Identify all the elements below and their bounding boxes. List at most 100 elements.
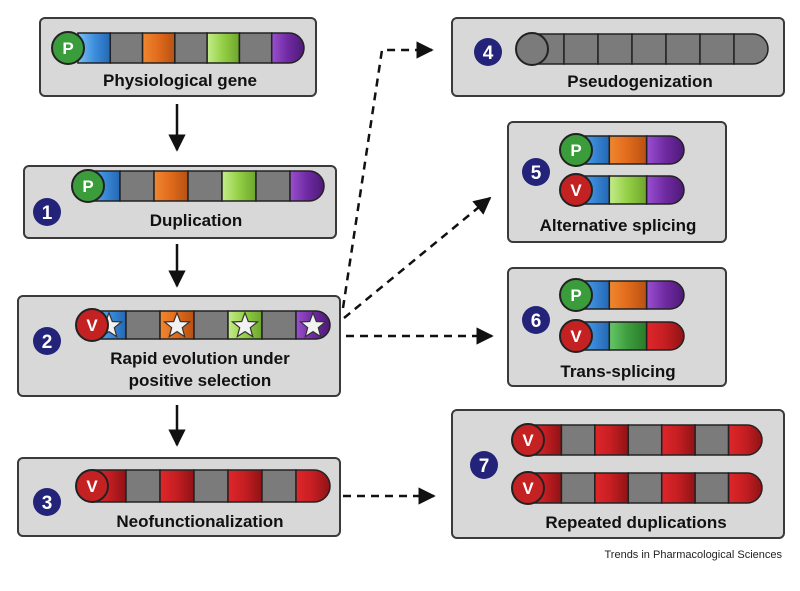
promoter-letter: V: [570, 327, 582, 346]
duplication-label: Duplication: [150, 211, 243, 230]
dashed-arrow-to-pseudogenization-icon: [341, 41, 434, 309]
exon-segment-red: [660, 424, 696, 456]
exon-segment-gray: [187, 170, 223, 202]
exon-segment-gray: [125, 469, 161, 503]
exon-segment-gray: [597, 33, 633, 65]
box-neofunctionalization: V 3 Neofunctionalization: [17, 457, 341, 537]
gene-duplicated: [85, 170, 325, 202]
exon-segment-orange: [608, 135, 648, 165]
physiological-gene-label: Physiological gene: [103, 71, 257, 90]
exon-segment-gray: [193, 310, 229, 340]
promoter-letter: V: [570, 181, 582, 200]
exon-segment-gray: [238, 32, 273, 64]
exon-segment-red: [645, 321, 685, 351]
exon-segment-gray: [563, 33, 599, 65]
repeated-duplications-label: Repeated duplications: [545, 513, 726, 532]
box-duplication: P 1 Duplication: [23, 165, 337, 239]
number-3: 3: [42, 493, 53, 514]
gene-rapid-evolution: [91, 310, 331, 340]
neofunctionalization-label: Neofunctionalization: [116, 512, 283, 531]
exon-segment-purple: [645, 135, 685, 165]
promoter-letter: P: [570, 286, 581, 305]
exon-segment-red: [727, 424, 763, 456]
promoter-letter: P: [82, 177, 93, 196]
exon-segment-gray: [261, 469, 297, 503]
box-rapid-evolution: V 2 Rapid evolution under positive selec…: [17, 295, 341, 397]
source-credit: Trends in Pharmacological Sciences: [604, 549, 782, 561]
promoter-p-icon: P: [71, 169, 105, 203]
exon-segment-gray: [694, 424, 730, 456]
exon-segment-gray: [125, 310, 161, 340]
promoter-v-icon: V: [511, 423, 545, 457]
promoter-v-icon: V: [559, 319, 593, 353]
exon-segment-lightgreen: [608, 175, 648, 205]
exon-segment-red: [660, 472, 696, 504]
exon-segment-gray: [627, 424, 663, 456]
exon-segment-red: [594, 472, 630, 504]
promoter-p-icon: P: [559, 133, 593, 167]
number-4: 4: [483, 43, 494, 64]
exon-segment-orange: [153, 170, 189, 202]
exon-segment-gray: [109, 32, 144, 64]
promoter-letter: P: [62, 39, 73, 58]
box-alternative-splicing: P V 5 Alternative splicing: [507, 121, 727, 243]
exon-segment-red: [727, 472, 763, 504]
promoter-v-icon: V: [511, 471, 545, 505]
exon-segment-red: [594, 424, 630, 456]
gene-neofunctionalized: [91, 469, 331, 503]
alternative-splicing-label: Alternative splicing: [540, 216, 697, 235]
exon-segment-gray: [119, 170, 155, 202]
number-badge-3: [33, 488, 61, 516]
promoter-v-icon: V: [75, 308, 109, 342]
exon-segment-orange: [608, 280, 648, 310]
exon-segment-purple: [270, 32, 305, 64]
exon-segment-gray: [694, 472, 730, 504]
exon-segment-gray: [193, 469, 229, 503]
exon-segment-lightgreen: [221, 170, 257, 202]
number-badge-4: [474, 38, 502, 66]
inactive-promoter-icon: [515, 32, 549, 66]
exon-segment-gray: [174, 32, 208, 64]
number-badge-1: [33, 198, 61, 226]
number-7: 7: [479, 456, 490, 477]
number-badge-5: [522, 158, 550, 186]
gene-repeated-copy-1: [527, 424, 763, 456]
gene-splice-variant-p: [571, 135, 685, 165]
rapid-evolution-label-line2: positive selection: [129, 371, 272, 390]
gene-repeated-copy-2: [527, 472, 763, 504]
exon-segment-gray: [560, 472, 596, 504]
gene-pseudogene: [529, 33, 769, 65]
promoter-letter: V: [522, 479, 534, 498]
exon-segment-gray: [627, 472, 663, 504]
promoter-v-icon: V: [75, 469, 109, 503]
number-6: 6: [531, 311, 542, 332]
exon-segment-gray: [631, 33, 667, 65]
trans-splicing-label: Trans-splicing: [560, 362, 675, 381]
box-repeated-duplications: V V 7 Repeated duplications: [451, 409, 785, 539]
gene-trans-variant-v: [571, 321, 685, 351]
exon-segment-orange: [141, 32, 176, 64]
dashed-arrow-to-alternative-splicing-icon: [343, 196, 492, 319]
exon-segment-gray: [261, 310, 297, 340]
exon-segment-gray: [699, 33, 735, 65]
mutation-star-icon: [298, 311, 328, 338]
number-2: 2: [42, 332, 53, 353]
rapid-evolution-label-line1: Rapid evolution under: [110, 349, 290, 368]
promoter-p-icon: P: [51, 31, 85, 65]
exon-segment-gray: [560, 424, 596, 456]
exon-segment-purple: [645, 280, 685, 310]
exon-segment-gray: [255, 170, 291, 202]
promoter-p-icon: P: [559, 278, 593, 312]
promoter-letter: V: [86, 477, 98, 496]
exon-segment-green: [608, 321, 648, 351]
box-pseudogenization: 4 Pseudogenization: [451, 17, 785, 97]
exon-segment-gray: [665, 33, 701, 65]
promoter-letter: V: [522, 431, 534, 450]
box-physiological-gene: P Physiological gene: [39, 17, 317, 97]
exon-segment-purple: [289, 170, 325, 202]
gene-physiological: [77, 32, 305, 64]
exon-segment-red: [295, 469, 331, 503]
exon-segment-red: [159, 469, 195, 503]
promoter-letter: V: [86, 316, 98, 335]
number-1: 1: [42, 203, 53, 224]
